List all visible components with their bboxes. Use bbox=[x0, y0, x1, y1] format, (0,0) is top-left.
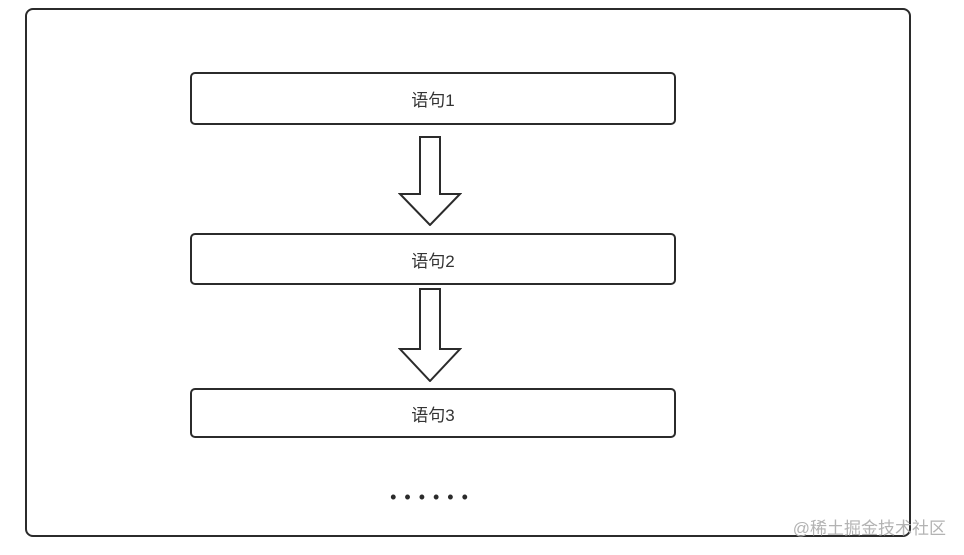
statement-box-3-label: 语句3 bbox=[411, 405, 455, 425]
down-arrow-icon bbox=[398, 136, 462, 226]
statement-box-3: 语句3 bbox=[190, 388, 676, 438]
continuation-dots: •••••• bbox=[390, 487, 476, 507]
statement-box-2: 语句2 bbox=[190, 233, 676, 285]
statement-box-1-label: 语句1 bbox=[411, 91, 455, 110]
watermark-text: @稀土掘金技术社区 bbox=[792, 519, 946, 538]
statement-box-2-label: 语句2 bbox=[411, 251, 455, 271]
down-arrow-icon bbox=[398, 288, 462, 382]
statement-box-1: 语句1 bbox=[190, 72, 676, 125]
